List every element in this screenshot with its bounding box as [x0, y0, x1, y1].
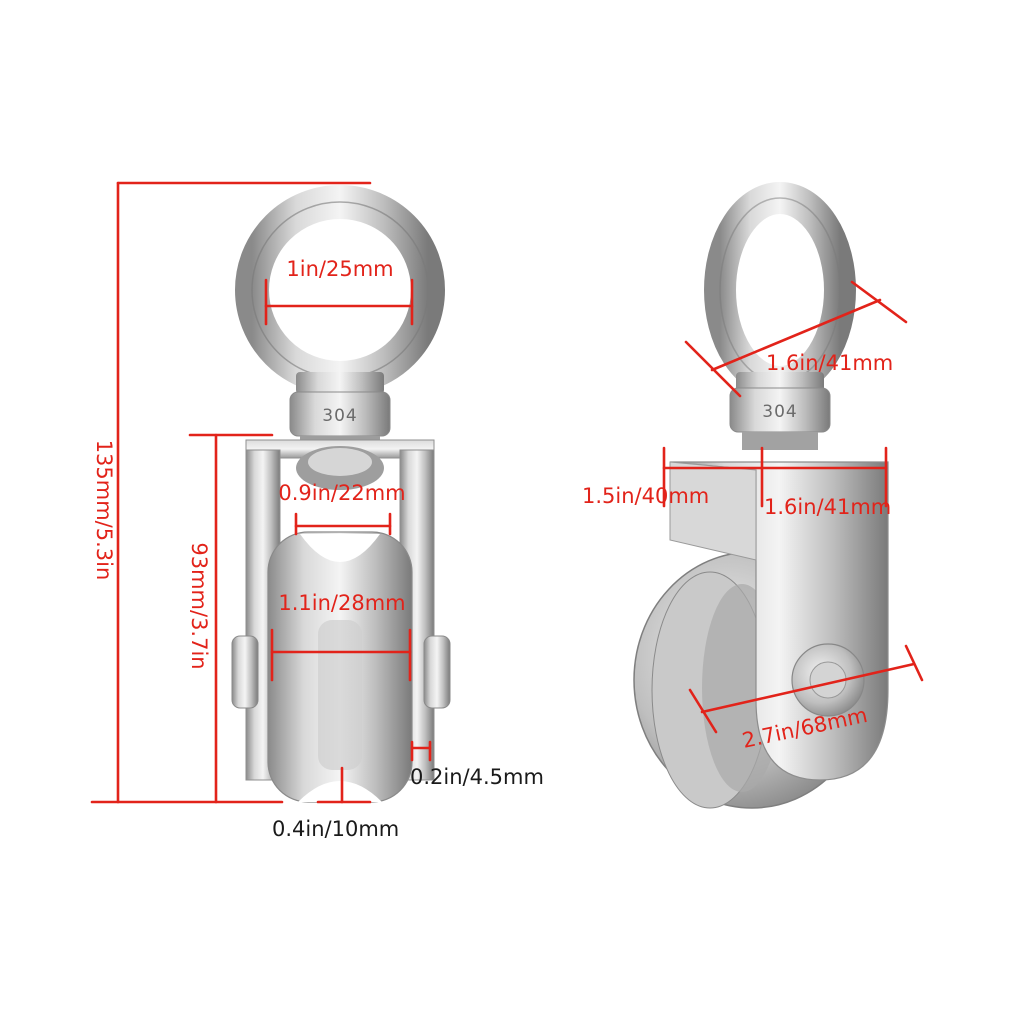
front-wheel — [267, 531, 413, 803]
plate-depth-label: 1.6in/41mm — [764, 495, 891, 519]
opening-width-label: 0.9in/22mm — [278, 481, 405, 505]
groove-width-label: 0.4in/10mm — [272, 817, 399, 841]
side-plate-label: 0.2in/4.5mm — [410, 765, 544, 789]
plate-width-label: 1.5in/40mm — [582, 484, 709, 508]
front-view-pulley: 304 — [231, 185, 451, 803]
front-eye-ring — [235, 185, 445, 395]
side-axle-bolt — [791, 643, 865, 717]
side-collar: 304 — [729, 372, 831, 450]
dimension-lines — [90, 181, 924, 804]
ring-inner-label: 1in/25mm — [286, 257, 393, 281]
material-stamp: 304 — [322, 406, 357, 426]
body-height-label: 93mm/3.7in — [187, 542, 211, 669]
front-collar: 304 — [289, 372, 391, 450]
ring-outer-label: 1.6in/41mm — [766, 351, 893, 375]
side-view-pulley: 304 — [633, 182, 889, 809]
overall-height-label: 135mm/5.3in — [92, 440, 116, 581]
wheel-width-label: 1.1in/28mm — [278, 591, 405, 615]
material-stamp-side: 304 — [762, 402, 797, 422]
front-axle-bolts — [231, 635, 451, 709]
